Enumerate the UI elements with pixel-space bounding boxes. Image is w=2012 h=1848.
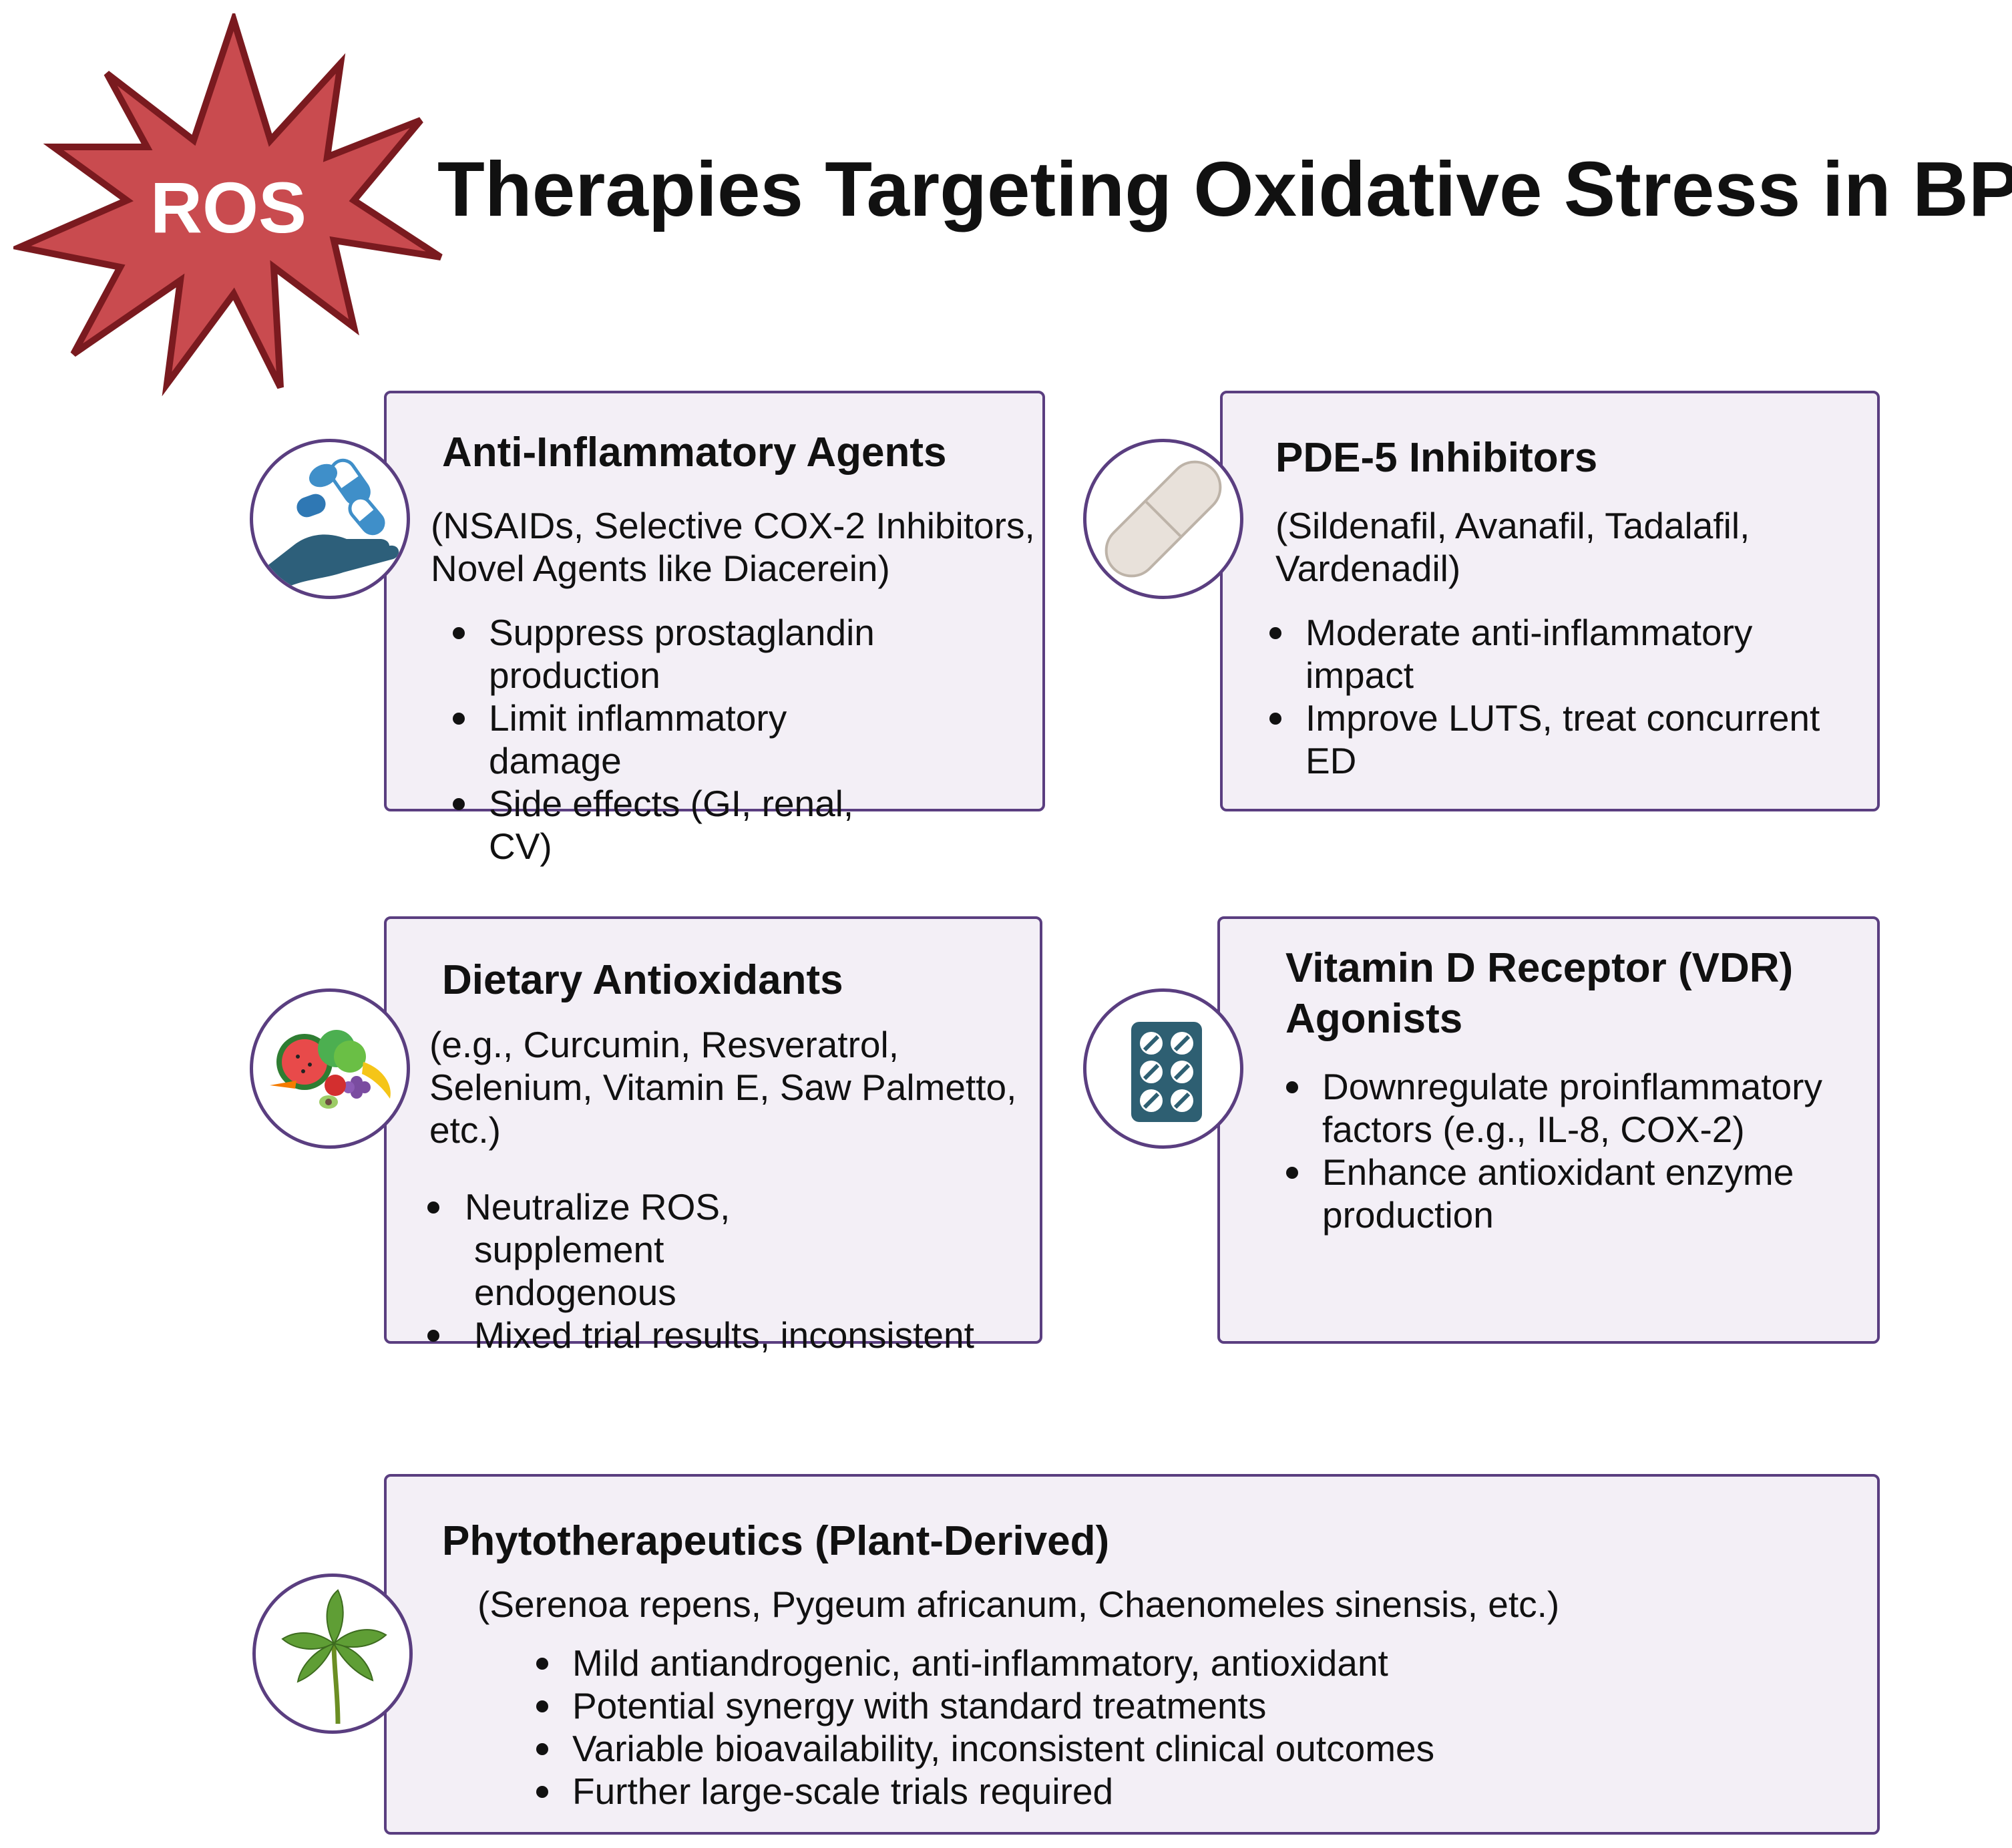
hand-with-pills-icon [263, 458, 399, 589]
bullet-item: Downregulate proinflammatory factors (e.… [1281, 1065, 1828, 1151]
card-phytotherapeutics [384, 1474, 1880, 1835]
subtitle-line: Vardenadil) [1275, 548, 1461, 589]
card-subtitle-phyto: (Serenoa repens, Pygeum africanum, Chaen… [477, 1584, 1560, 1625]
icon-circle-phyto [252, 1574, 413, 1734]
card-title-anti-inflammatory: Anti-Inflammatory Agents [442, 429, 947, 476]
bullet-item: Enhance antioxidant enzyme production [1281, 1151, 1828, 1236]
bullet-item: Mild antiandrogenic, anti-inflammatory, … [531, 1642, 1733, 1684]
card-subtitle-anti-inflammatory: (NSAIDs, Selective COX-2 Inhibitors, Nov… [431, 504, 1035, 590]
bullet-item: Limit inflammatory damage [447, 697, 875, 782]
bullet-item: Potential synergy with standard treatmen… [531, 1684, 1733, 1727]
card-subtitle-pde5: (Sildenafil, Avanafil, Tadalafil, Varden… [1275, 504, 1750, 590]
bullet-list-phyto: Mild antiandrogenic, anti-inflammatory, … [531, 1642, 1733, 1813]
bullet-item: Improve LUTS, treat concurrent ED [1264, 697, 1838, 782]
bullet-item: Mixed trial results, inconsistent [422, 1314, 1023, 1356]
bullet-item: Neutralize ROS, supplement endogenous [422, 1185, 848, 1314]
subtitle-line: Novel Agents like Diacerein) [431, 548, 890, 589]
starburst-shape [13, 13, 443, 397]
bullet-list-dietary: Neutralize ROS, supplement endogenous Mi… [422, 1185, 1023, 1356]
blister-pack-icon [1131, 1022, 1202, 1122]
bullet-list-pde5: Moderate anti-inflammatory impact Improv… [1264, 611, 1838, 782]
plant-sprout-icon [281, 1589, 387, 1724]
bullet-item: Variable bioavailability, inconsistent c… [531, 1727, 1733, 1770]
ros-badge-text: ROS [150, 167, 307, 248]
card-dietary-antioxidants [384, 916, 1042, 1344]
bullet-item: Moderate anti-inflammatory impact [1264, 611, 1838, 697]
card-title-vdr: Vitamin D Receptor (VDR) Agonists [1285, 943, 1793, 1045]
card-title-dietary: Dietary Antioxidants [442, 957, 843, 1003]
subtitle-line: (e.g., Curcumin, Resveratrol, [429, 1024, 899, 1065]
page-title: Therapies Targeting Oxidative Stress in … [437, 146, 2012, 232]
bullet-item: Further large-scale trials required [531, 1770, 1733, 1813]
tablet-pill-icon [1104, 460, 1222, 578]
bullet-item: Side effects (GI, renal, CV) [447, 782, 875, 868]
icon-circle-anti-inflammatory [250, 439, 410, 599]
card-vdr-agonists [1217, 916, 1880, 1344]
icon-circle-vdr [1083, 988, 1243, 1149]
title-line: Agonists [1285, 996, 1463, 1042]
subtitle-line: etc.) [429, 1109, 501, 1151]
card-anti-inflammatory [384, 391, 1045, 811]
bullet-list-anti-inflammatory: Suppress prostaglandin production Limit … [447, 611, 875, 868]
icon-circle-dietary [250, 988, 410, 1149]
fruits-vegetables-icon [270, 1030, 391, 1109]
subtitle-line: Selenium, Vitamin E, Saw Palmetto, [429, 1067, 1017, 1108]
card-title-pde5: PDE-5 Inhibitors [1275, 435, 1598, 481]
ros-starburst-badge: ROS [13, 13, 443, 397]
title-line: Vitamin D Receptor (VDR) [1285, 945, 1794, 991]
icon-circle-pde5 [1083, 439, 1243, 599]
card-title-phyto: Phytotherapeutics (Plant-Derived) [442, 1518, 1110, 1564]
subtitle-line: (NSAIDs, Selective COX-2 Inhibitors, [431, 505, 1035, 546]
bullet-list-vdr: Downregulate proinflammatory factors (e.… [1281, 1065, 1828, 1236]
bullet-item: Suppress prostaglandin production [447, 611, 875, 697]
subtitle-line: (Sildenafil, Avanafil, Tadalafil, [1275, 505, 1750, 546]
card-subtitle-dietary: (e.g., Curcumin, Resveratrol, Selenium, … [429, 1023, 1016, 1151]
card-pde5-inhibitors [1220, 391, 1880, 811]
